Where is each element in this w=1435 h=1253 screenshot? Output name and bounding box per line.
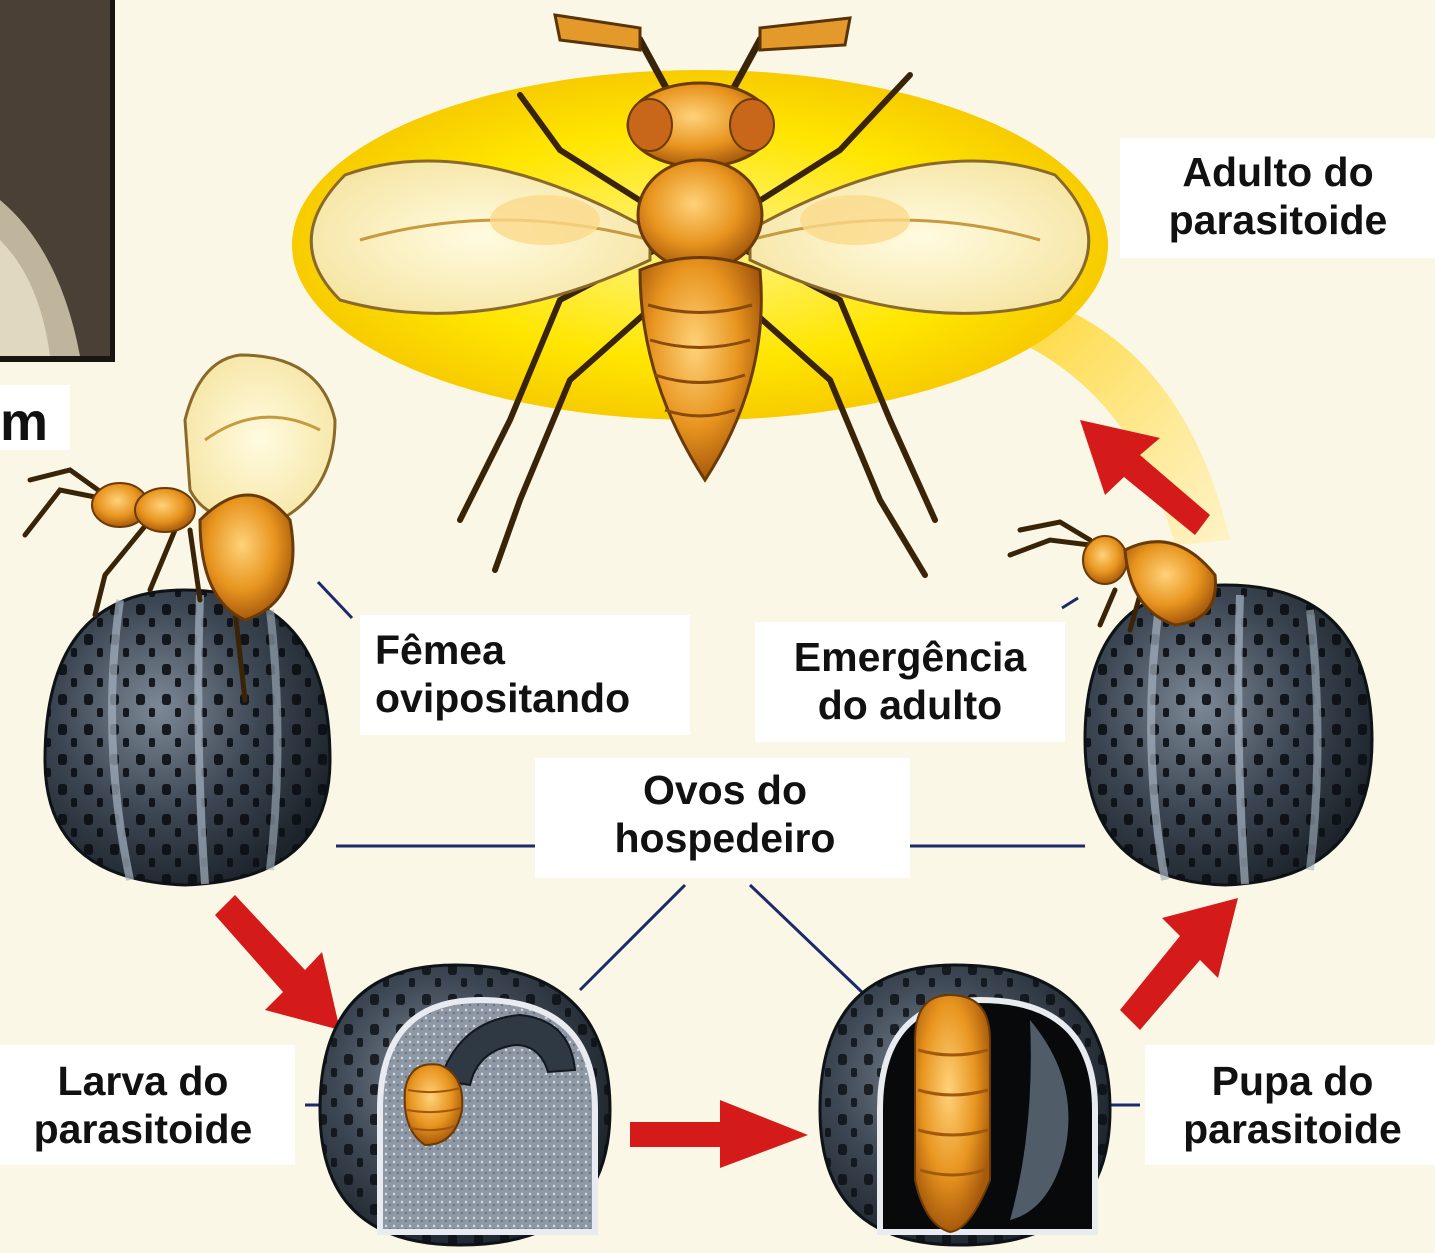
label-adult-line2: parasitoide bbox=[1128, 196, 1428, 244]
label-female-line1: Fêmea bbox=[375, 626, 630, 674]
label-emergence-line2: do adulto bbox=[760, 681, 1060, 729]
label-adult-parasitoid: Adulto do parasitoide bbox=[1128, 148, 1428, 244]
label-parasitoid-larva: Larva do parasitoide bbox=[8, 1057, 278, 1153]
label-parasitoid-pupa: Pupa do parasitoide bbox=[1150, 1057, 1435, 1153]
label-eggs-line1: Ovos do bbox=[575, 766, 875, 814]
label-larva-line1: Larva do bbox=[8, 1057, 278, 1105]
label-adult-line1: Adulto do bbox=[1128, 148, 1428, 196]
label-pupa-line2: parasitoide bbox=[1150, 1105, 1435, 1153]
label-female-ovipositing: Fêmea ovipositando bbox=[375, 626, 630, 722]
label-eggs-line2: hospedeiro bbox=[575, 814, 875, 862]
cropped-text-fragment: m bbox=[0, 392, 48, 452]
label-emergence-line1: Emergência bbox=[760, 633, 1060, 681]
label-larva-line2: parasitoide bbox=[8, 1105, 278, 1153]
pupa-icon bbox=[820, 965, 1110, 1245]
label-host-eggs: Ovos do hospedeiro bbox=[575, 766, 875, 862]
larva-icon bbox=[320, 965, 610, 1245]
label-pupa-line1: Pupa do bbox=[1150, 1057, 1435, 1105]
host-egg-icon bbox=[45, 590, 330, 885]
photo-fragment bbox=[0, 0, 115, 362]
label-adult-emergence: Emergência do adulto bbox=[760, 633, 1060, 729]
label-female-line2: ovipositando bbox=[375, 674, 630, 722]
